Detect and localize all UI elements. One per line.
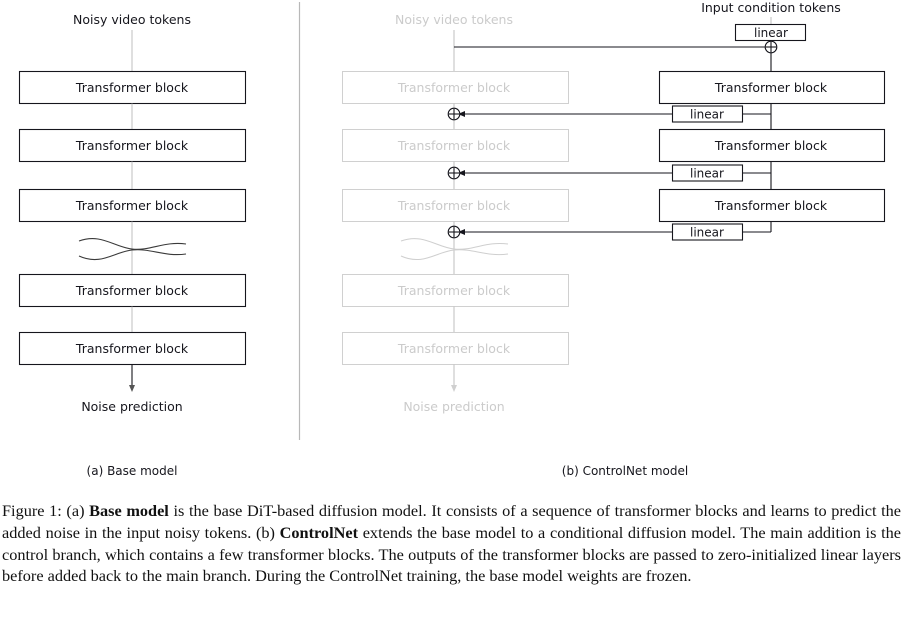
panel-b-main-transformer-block-5: Transformer block xyxy=(342,332,569,365)
panel-b-control-block-1-box xyxy=(658,70,886,105)
panel-b-control-block-3-box xyxy=(658,188,886,223)
panel-b-frozen-main-branch: Noisy video tokens Transformer block Tra… xyxy=(342,12,569,414)
panel-b-main-block-5-box xyxy=(342,332,569,365)
panel-b-add-node-3 xyxy=(447,225,461,239)
panel-b-main-block-5-label: Transformer block xyxy=(397,341,511,356)
panel-b-main-output-label: Noise prediction xyxy=(403,399,504,414)
panel-a-transformer-block-1: Transformer block xyxy=(18,70,247,105)
panel-b-main-block-1-box xyxy=(342,71,569,104)
panel-b-control-transformer-block-3: Transformer block xyxy=(658,188,886,223)
panel-b-zero-linear-1-label: linear xyxy=(690,108,724,122)
panel-b-control-transformer-block-1: Transformer block xyxy=(658,70,886,105)
caption-mid-1: is the base DiT-based diffusion model. I… xyxy=(2,501,901,542)
panel-a-block-2-label: Transformer block xyxy=(75,138,189,153)
panel-b-control-block-2-label: Transformer block xyxy=(714,138,828,153)
figure-caption: Figure 1: (a) Base model is the base DiT… xyxy=(0,500,903,587)
panel-a-block-2-box xyxy=(18,128,247,163)
panel-b-main-transformer-block-2: Transformer block xyxy=(342,129,569,162)
panel-a-subcaption: (a) Base model xyxy=(87,464,178,478)
panel-b-main-block-1-label: Transformer block xyxy=(397,80,511,95)
panel-b-main-transformer-block-3: Transformer block xyxy=(342,189,569,222)
panel-b-controlnet-model: Noisy video tokens Transformer block Tra… xyxy=(342,0,886,478)
caption-prefix: Figure 1: (a) xyxy=(2,501,90,520)
panel-b-zero-linear-3: linear xyxy=(458,223,771,241)
panel-b-control-input-linear: linear xyxy=(734,23,807,42)
panel-b-main-block-3-label: Transformer block xyxy=(397,198,511,213)
panel-a-block-4-box xyxy=(18,273,247,308)
panel-b-zero-linear-1-arrowhead xyxy=(458,111,465,117)
panel-a-block-3-box xyxy=(18,188,247,223)
caption-bold-base-model: Base model xyxy=(89,501,169,520)
panel-a-transformer-block-2: Transformer block xyxy=(18,128,247,163)
panel-a-input-label: Noisy video tokens xyxy=(73,12,191,27)
panel-b-main-input-label: Noisy video tokens xyxy=(395,12,513,27)
panel-b-main-output-wire xyxy=(451,364,457,392)
panel-b-main-transformer-block-4: Transformer block xyxy=(342,274,569,307)
panel-b-main-block-4-label: Transformer block xyxy=(397,283,511,298)
panel-a-block-1-box xyxy=(18,70,247,105)
panel-a-base-model: Noisy video tokens Transformer block Tra… xyxy=(18,12,247,478)
panel-b-subcaption: (b) ControlNet model xyxy=(562,464,688,478)
panel-b-control-block-2-box xyxy=(658,128,886,163)
caption-bold-controlnet: ControlNet xyxy=(279,522,359,542)
panel-b-main-block-2-box xyxy=(342,129,569,162)
panel-b-control-branch: Input condition tokens linear Tran xyxy=(447,0,886,241)
panel-b-control-block-1-label: Transformer block xyxy=(714,80,828,95)
panel-a-block-4-label: Transformer block xyxy=(75,283,189,298)
panel-b-add-node-2 xyxy=(447,166,461,180)
panel-b-control-input-linear-label: linear xyxy=(754,26,788,40)
panel-a-output-label: Noise prediction xyxy=(81,399,182,414)
panel-b-zero-linear-2-label: linear xyxy=(690,167,724,181)
figure-diagram: Noisy video tokens Transformer block Tra… xyxy=(18,0,886,478)
panel-b-main-block-4-box xyxy=(342,274,569,307)
panel-b-zero-linear-3-label: linear xyxy=(690,226,724,240)
panel-a-output-wire xyxy=(129,364,135,392)
panel-a-output-arrowhead xyxy=(129,385,135,392)
panel-b-control-block-3-label: Transformer block xyxy=(714,198,828,213)
figure-svg-canvas: Noisy video tokens Transformer block Tra… xyxy=(18,0,886,478)
panel-b-add-node-0 xyxy=(764,40,778,54)
panel-a-block-5-box xyxy=(18,331,247,366)
panel-b-zero-linear-3-arrowhead xyxy=(458,229,465,235)
panel-b-control-transformer-block-2: Transformer block xyxy=(658,128,886,163)
panel-b-ellipsis-squiggle xyxy=(400,238,509,261)
panel-b-zero-linear-2: linear xyxy=(458,164,771,182)
panel-a-ellipsis-squiggle xyxy=(78,238,187,261)
panel-b-zero-linear-2-arrowhead xyxy=(458,170,465,176)
panel-b-main-output-arrowhead xyxy=(451,385,457,392)
panel-b-main-block-3-box xyxy=(342,189,569,222)
panel-a-transformer-block-4: Transformer block xyxy=(18,273,247,308)
panel-a-block-5-label: Transformer block xyxy=(75,341,189,356)
panel-b-main-block-2-label: Transformer block xyxy=(397,138,511,153)
panel-b-control-input-label: Input condition tokens xyxy=(701,0,841,15)
panel-a-block-1-label: Transformer block xyxy=(75,80,189,95)
panel-a-transformer-block-5: Transformer block xyxy=(18,331,247,366)
panel-b-main-transformer-block-1: Transformer block xyxy=(342,71,569,104)
panel-b-zero-linear-1: linear xyxy=(458,105,771,123)
panel-b-add-node-1 xyxy=(447,107,461,121)
panel-a-block-3-label: Transformer block xyxy=(75,198,189,213)
panel-a-transformer-block-3: Transformer block xyxy=(18,188,247,223)
caption-mid-2: extends the base model to a conditional … xyxy=(2,522,901,586)
